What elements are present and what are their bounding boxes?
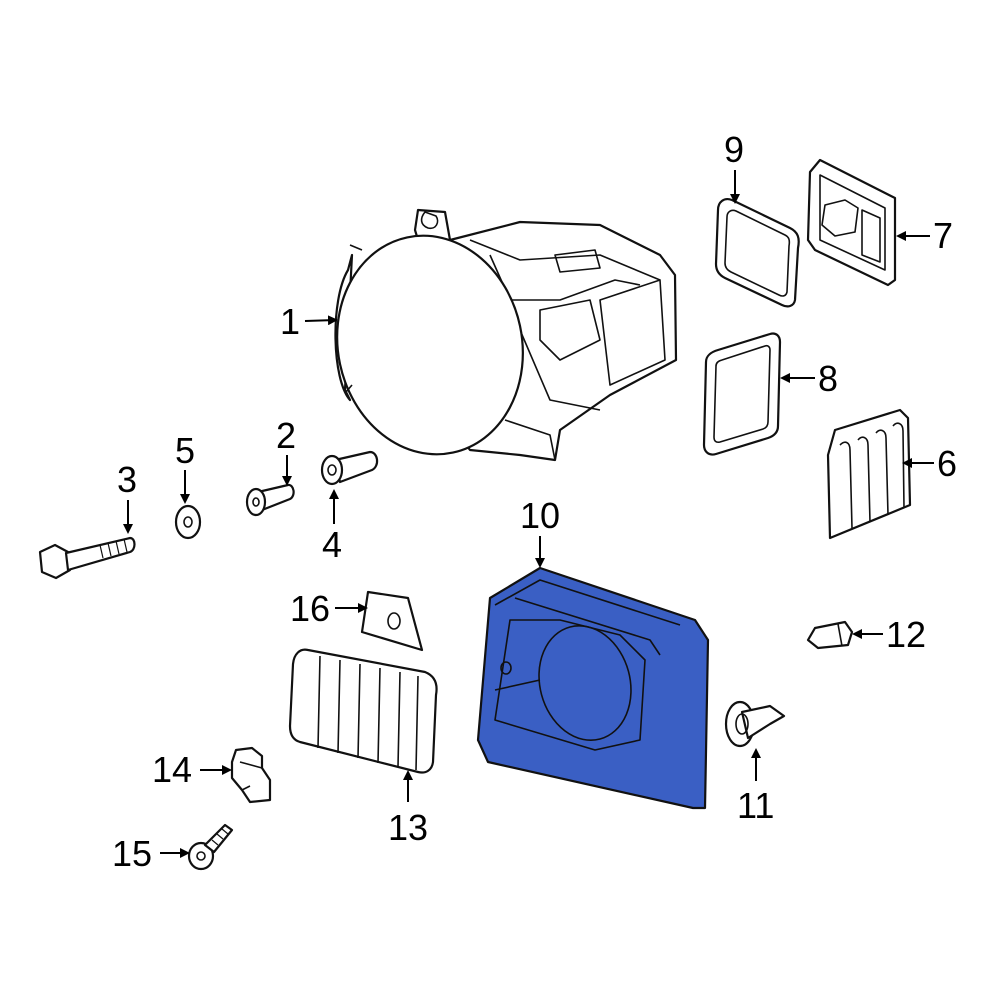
callout-13: 13 <box>388 807 428 848</box>
callout-labels: 1 2 3 4 5 6 7 8 9 10 11 12 13 14 15 16 <box>112 129 957 874</box>
callout-6: 6 <box>937 443 957 484</box>
callout-7: 7 <box>933 215 953 256</box>
cover-part[interactable] <box>826 408 912 540</box>
callout-5: 5 <box>175 430 195 471</box>
callout-8: 8 <box>818 358 838 399</box>
clip-part[interactable] <box>806 620 854 650</box>
callout-4: 4 <box>322 524 342 565</box>
arrow-1 <box>304 315 338 326</box>
headlamp-assembly-part[interactable] <box>317 208 678 472</box>
stud-part[interactable] <box>320 450 379 486</box>
push-retainer-part[interactable] <box>724 700 786 748</box>
pin-part[interactable] <box>245 483 295 517</box>
gasket-small-part[interactable] <box>714 198 800 308</box>
callout-11: 11 <box>737 785 774 826</box>
screw-part[interactable] <box>187 823 234 871</box>
callout-9: 9 <box>724 129 744 170</box>
callout-10: 10 <box>520 495 560 536</box>
callout-16: 16 <box>290 588 330 629</box>
callout-12: 12 <box>886 614 926 655</box>
callout-arrows <box>123 170 934 858</box>
callout-14: 14 <box>152 749 192 790</box>
callout-1: 1 <box>280 301 300 342</box>
bracket-plate-part[interactable] <box>360 590 424 652</box>
nut-clip-part[interactable] <box>230 746 272 804</box>
shield-part[interactable] <box>288 648 438 774</box>
callout-3: 3 <box>117 459 137 500</box>
callout-2: 2 <box>276 415 296 456</box>
gasket-large-part[interactable] <box>702 332 782 456</box>
control-module-part[interactable] <box>806 158 897 287</box>
washer-part[interactable] <box>174 504 202 540</box>
bolt-part[interactable] <box>38 536 136 580</box>
highlighted-bracket-part[interactable] <box>476 566 710 810</box>
callout-15: 15 <box>112 833 152 874</box>
